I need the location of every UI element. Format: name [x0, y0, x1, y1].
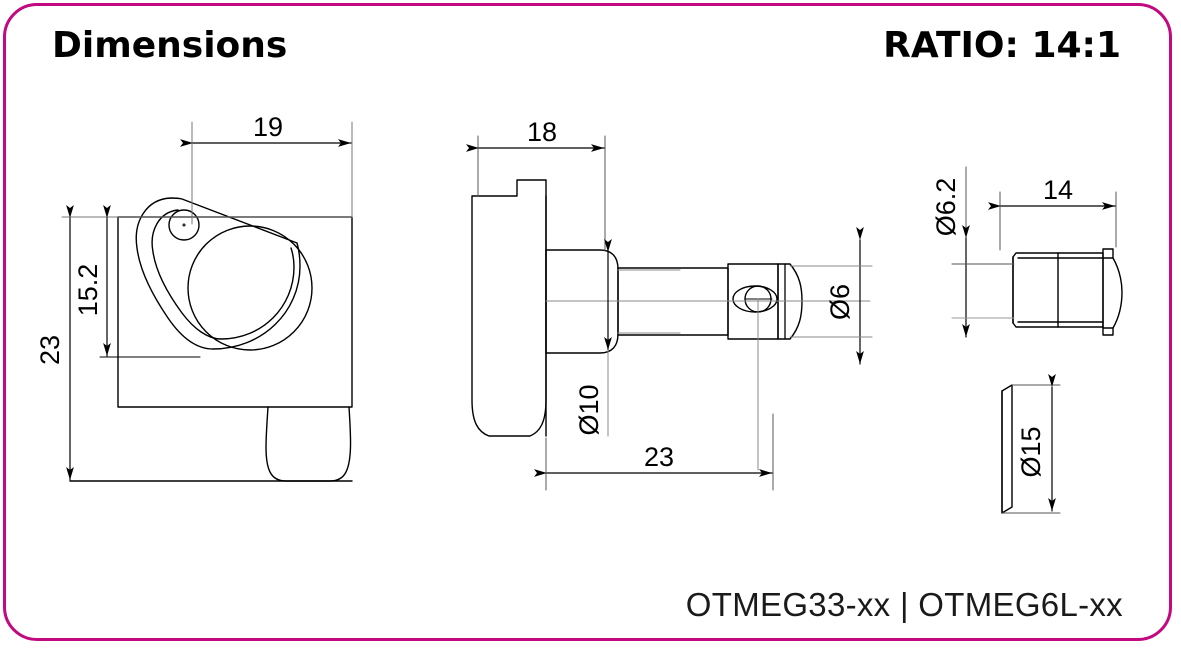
- worm-wheel-circle: [187, 225, 313, 351]
- dim-d10-label: Ø10: [574, 384, 604, 435]
- cam-inner-contour: [151, 209, 295, 340]
- dim-d10-group: [604, 239, 681, 437]
- dim-18-label: 18: [527, 117, 557, 147]
- view-bushing: [951, 166, 1123, 338]
- dim-d6-group: [789, 227, 873, 365]
- dim-19-label: 19: [253, 112, 283, 142]
- pivot-center-mark: [182, 223, 186, 227]
- mounting-tab-outline: [265, 406, 352, 482]
- dim-23-length-group: [534, 413, 774, 491]
- cam-teardrop-outline: [135, 197, 301, 350]
- dim-14-label: 14: [1043, 175, 1073, 205]
- view-front-tuner-assembly: [466, 135, 873, 491]
- part-number-label: OTMEG33-xx | OTMEG6L-xx: [685, 586, 1123, 623]
- washer-profile-outline: [1001, 384, 1013, 514]
- view-washer: [1001, 374, 1061, 514]
- dim-d6-2-group: [951, 166, 1015, 338]
- dim-15-2-label: 15.2: [73, 264, 103, 317]
- dim-15-2-group: [99, 205, 201, 358]
- housing-outline: [117, 216, 353, 408]
- dim-18-group: [466, 135, 606, 252]
- dim-14-group: [988, 191, 1117, 251]
- dim-d15-label: Ø15: [1016, 426, 1046, 477]
- dim-19-group: [180, 121, 353, 225]
- page-title: Dimensions: [52, 25, 288, 66]
- dim-23-height-label: 23: [35, 335, 65, 365]
- ratio-label: RATIO: 14:1: [883, 25, 1121, 66]
- bushing-flange-outline: [1102, 248, 1123, 336]
- dim-d6-2-label: Ø6.2: [931, 178, 961, 237]
- view-side-tuner-body: [61, 121, 353, 482]
- button-outline: [471, 179, 547, 437]
- dimension-text-layer: 19 23 15.2 18 Ø10 23 Ø6 Ø6.2 14 Ø15: [35, 112, 1073, 478]
- dim-23-length-label: 23: [644, 442, 674, 472]
- pivot-hole-circle: [168, 209, 200, 241]
- dim-d6-label: Ø6: [825, 284, 855, 320]
